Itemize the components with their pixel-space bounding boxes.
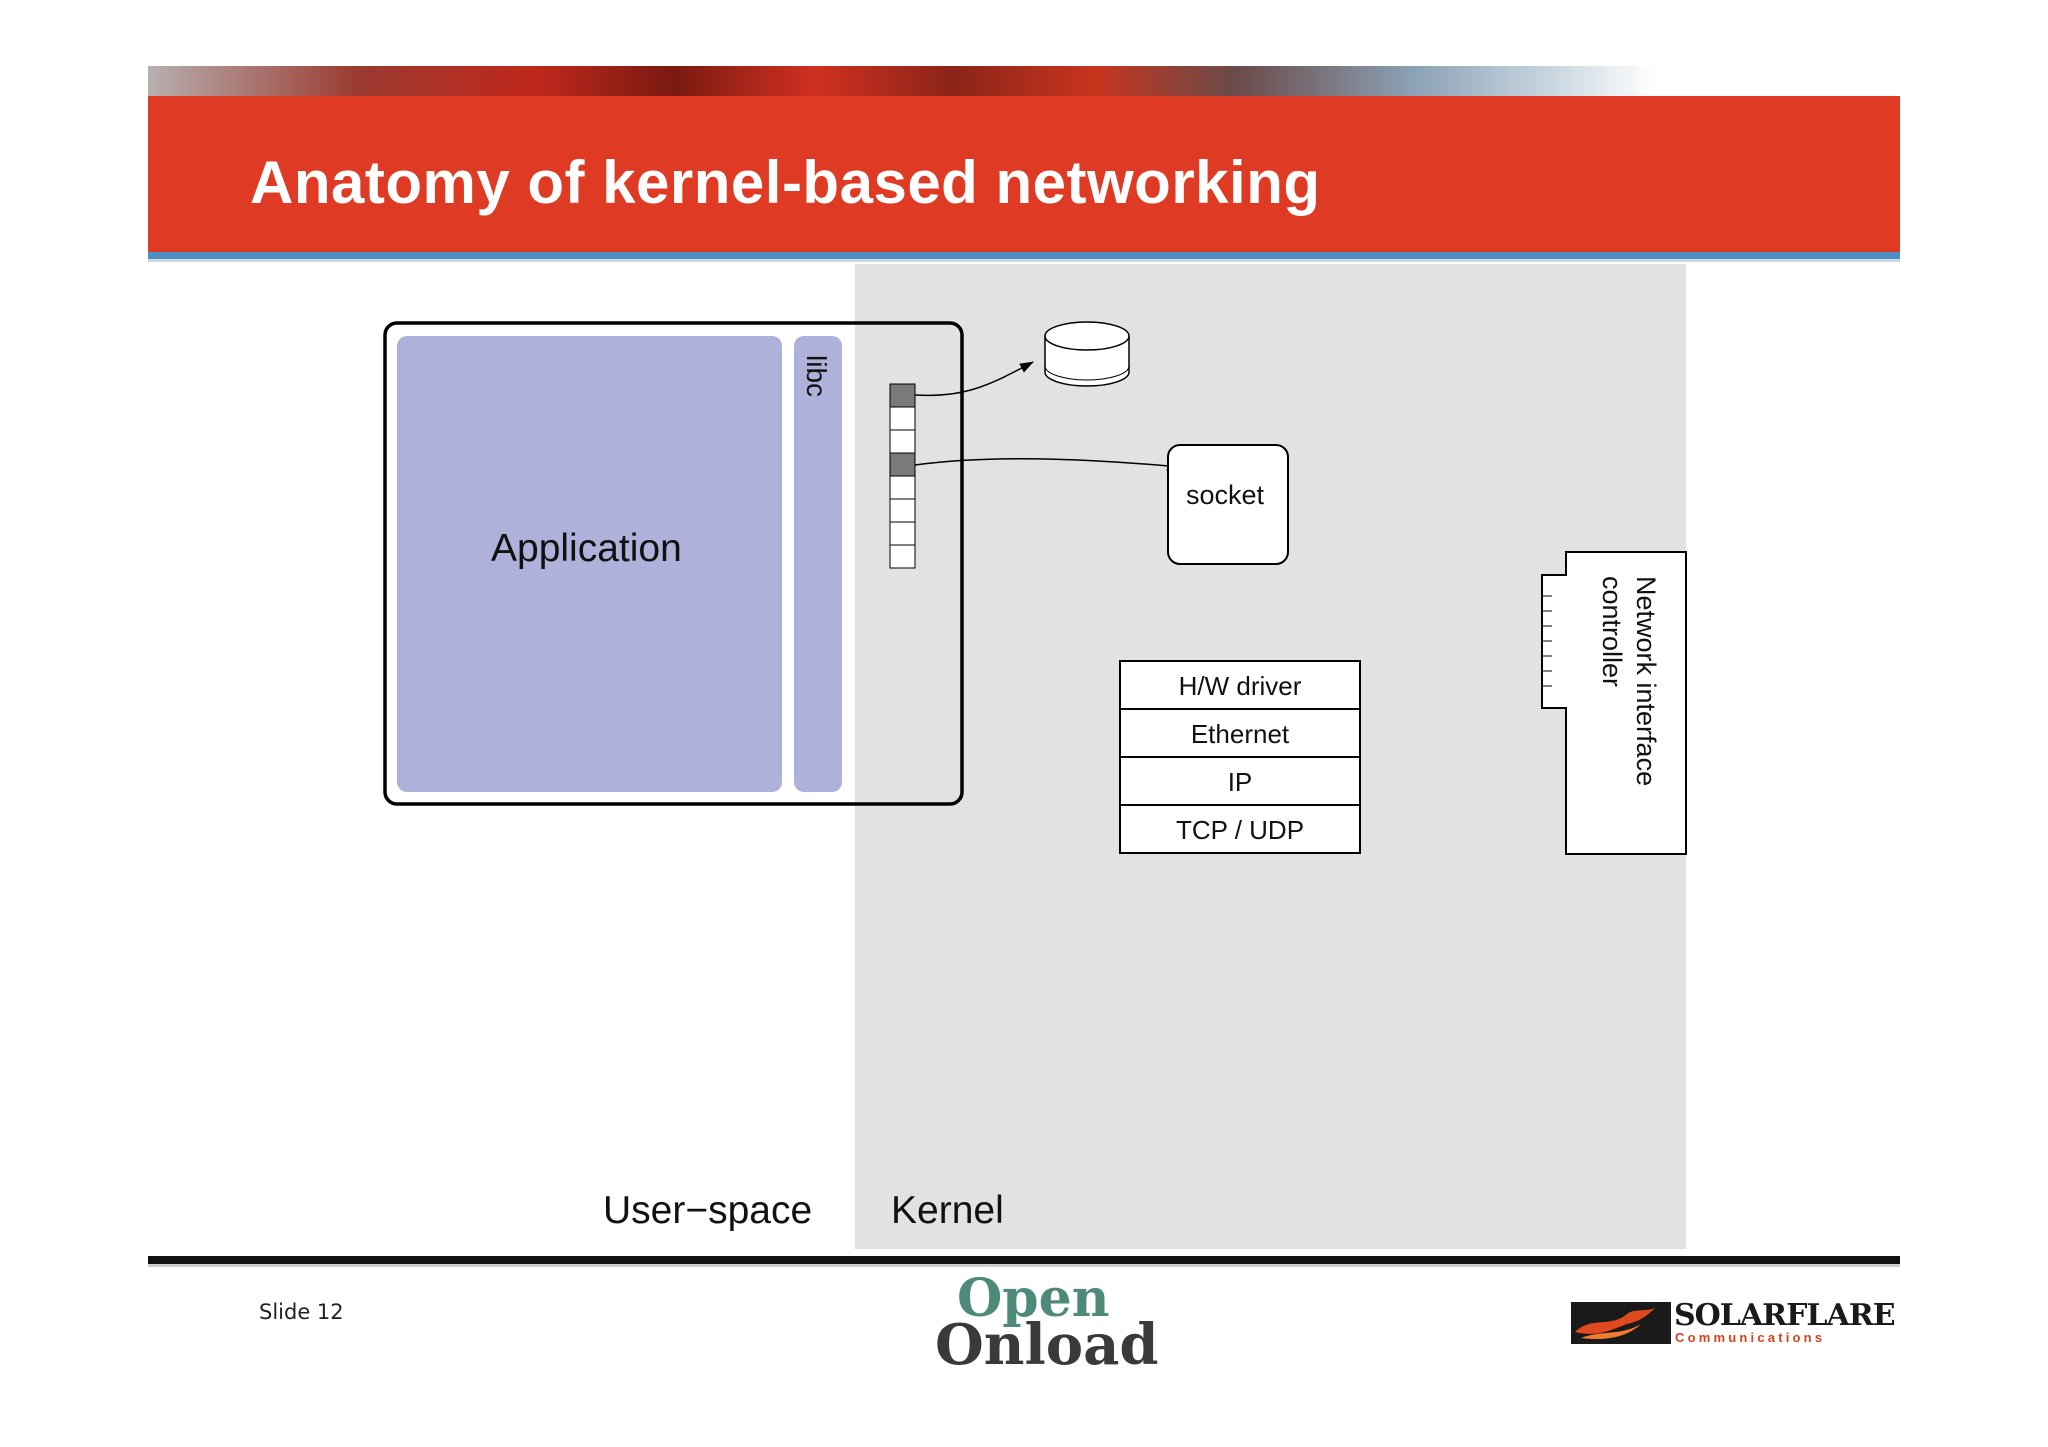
title-bar xyxy=(148,96,1900,252)
kernel-label: Kernel xyxy=(891,1189,1004,1232)
stack-label-ip: IP xyxy=(1227,767,1253,797)
stack-label-ethernet: Ethernet xyxy=(1190,719,1290,749)
libc-label: libc xyxy=(801,355,832,398)
file-cylinder-icon xyxy=(1044,321,1130,387)
solarflare-emblem-icon xyxy=(1571,1302,1671,1344)
stack-layer xyxy=(1119,804,1361,854)
title-rule-shadow xyxy=(148,259,1900,262)
application-label: Application xyxy=(491,527,682,570)
title-rule xyxy=(148,252,1900,259)
slide-title: Anatomy of kernel-based networking xyxy=(250,149,1321,216)
stack-layer xyxy=(1119,708,1361,758)
protocol-stack xyxy=(1119,660,1361,854)
fd-slot xyxy=(889,475,916,500)
stack-label-hw-driver: H/W driver xyxy=(1178,671,1302,701)
userspace-label: User−space xyxy=(603,1189,813,1232)
stack-label-tcp-udp: TCP / UDP xyxy=(1175,815,1305,845)
libc-block xyxy=(794,336,842,792)
nic-label-line1: Network interface xyxy=(1631,576,1661,787)
header-photo-strip xyxy=(148,66,1900,96)
fd-to-socket-arrow xyxy=(914,458,1181,471)
fd-slot xyxy=(889,544,916,569)
openonload-logo: Open Onload xyxy=(935,1268,1159,1378)
solarflare-logo: SOLARFLARE Communications xyxy=(1571,1298,1896,1346)
fd-slot xyxy=(889,429,916,454)
fd-slot xyxy=(889,521,916,546)
fd-slot xyxy=(889,452,916,477)
openonload-logo-line2: Onload xyxy=(935,1312,1159,1378)
solarflare-logo-sub: Communications xyxy=(1675,1330,1826,1345)
fd-table xyxy=(889,383,916,569)
socket-box xyxy=(1167,444,1289,565)
process-frame xyxy=(383,321,964,806)
socket-label: socket xyxy=(1186,480,1265,510)
fd-slot xyxy=(889,498,916,523)
nic-card-icon xyxy=(1541,551,1687,855)
openonload-logo-line1: Open xyxy=(957,1268,1110,1329)
solarflare-logo-name: SOLARFLARE xyxy=(1674,1298,1896,1333)
fd-slot xyxy=(889,406,916,431)
footer-rule xyxy=(148,1256,1900,1264)
footer-rule-shadow xyxy=(148,1264,1900,1267)
nic-label-line2: controller xyxy=(1597,576,1627,688)
fd-to-file-arrow xyxy=(914,361,1034,397)
slide-number: Slide 12 xyxy=(259,1300,344,1324)
application-block xyxy=(397,336,782,792)
stack-layer xyxy=(1119,756,1361,806)
fd-slot xyxy=(889,383,916,408)
